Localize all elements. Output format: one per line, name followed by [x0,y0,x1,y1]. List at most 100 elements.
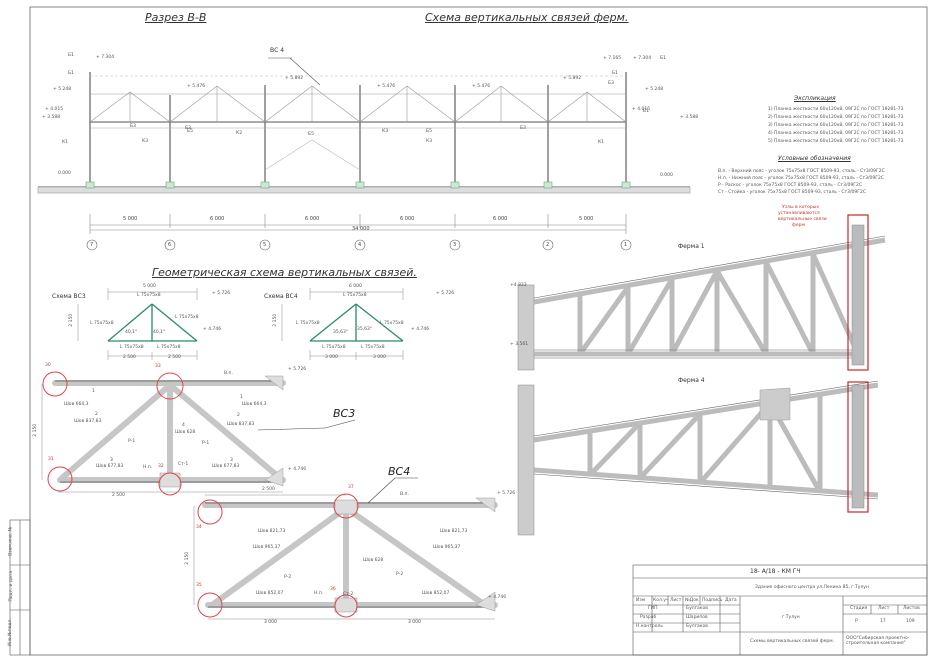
axis-label: 4 [358,242,362,248]
vc4-weld: Шов 965,37 [433,545,461,550]
vc4-elev-bot: + 4.746 [411,327,430,332]
legend-item: Н.п. - Нижний пояс - уголок 75х75х8 ГОСТ… [718,176,885,181]
stamp-header: №Док [685,598,699,603]
red-note-line: ферм [792,223,805,228]
vc4-diag-l: L 75х75х8 [296,321,320,326]
vc3-weld: Шов 664,3 [64,402,89,407]
section-title: Разрез В-В [145,11,207,24]
legend-item: Ст - Стойка - уголок 75х75х8 ГОСТ 8509-9… [718,190,867,195]
vc3-detail-elev-bot: + 4.746 [288,467,307,472]
section-frame [37,57,691,251]
member-label: Б1 [643,109,649,114]
vc3-num: 2 [95,412,98,417]
explication-item: 5) Планка жесткости 60х120х8, 09Г2С по Г… [768,139,904,144]
axis-label: 3 [453,242,457,248]
member-label: Б3 [608,81,614,86]
geometric-scheme-title: Геометрическая схема вертикальных связей… [152,266,417,279]
vc4-detail-elev-top: + 5.726 [497,491,516,496]
vc4-dim-w2: 3 000 [408,620,421,625]
legend-item: В.п. - Верхний пояс - уголок 75х75х8 ГОС… [718,169,885,174]
truss4-lines [517,380,879,536]
vc3-num: 2 [237,413,240,418]
axis-label: 2 [546,242,550,248]
vc4-weld: Шов 628 [363,558,384,563]
stamp-sheets: 109 [906,619,915,624]
stamp-code: 18- А/18 - КМ ГЧ [750,568,801,575]
stamp-role: Разраб [640,615,657,620]
member-label: Б5 [308,132,314,137]
explication-item: 1) Планка жесткости 60х120х8, 09Г2С по Г… [768,107,904,112]
vc3-weld: Шов 677,83 [96,464,124,469]
vc3-weld: Шов 677,83 [212,464,240,469]
side-stamp-label: Подп. и дата [9,570,15,602]
stamp-sheet-header: Лист [878,606,890,611]
side-stamp-lines [9,519,31,656]
explication-heading: Экспликация [794,95,836,102]
vc4-top-profile: L 75х75х8 [343,293,367,298]
elev-right-1: + 7.165 [603,56,622,61]
vc3-num: 3 [230,458,233,463]
stamp-org: ООО"Сибирская проектно-строительная комп… [846,636,910,647]
member-label: Б5 [187,129,193,134]
span-3: 6 000 [305,216,320,222]
vc3-height: 2 150 [69,313,75,327]
elev-top-3: + 5.476 [377,84,396,89]
vc3-node-number: 31 [48,457,54,462]
vc3-span: 5 000 [143,284,156,289]
stamp-header: Дата [725,598,737,603]
member-label: К1 [62,140,69,145]
member-label: К3 [426,139,433,144]
vc3-bottom-l: L 75х75х8 [120,345,144,350]
axis-label: 5 [263,242,267,248]
vc4-weld: Шов 965,37 [253,545,281,550]
span-6: 5 000 [579,216,594,222]
vc4-top-label: ВС 4 [270,47,285,54]
elev-right-2: + 7.304 [633,56,652,61]
elev-right-6: 0.000 [660,173,673,178]
vc3-bottom-r: L 75х75х8 [157,345,181,350]
truss1-lines [517,214,886,371]
vc3-dim-h: 2 150 [33,423,39,437]
stamp-person: Шарипов [686,615,708,620]
vc4-node-number: 34 [196,525,202,530]
vc4-half-l: 3 000 [325,355,338,360]
vc4-angle-l: 35,63° [333,330,349,335]
vc4-dim-w: 3 000 [264,620,277,625]
member-label: Б3 [520,126,526,131]
vc3-post-label: Ст-1 [178,462,189,467]
vc3-detail-lines [41,371,356,496]
stamp-sheet-name: Схемы вертикальных связей ферм. [750,639,835,644]
vc3-num: 1 [240,395,243,400]
vc4-scheme-lines [309,303,404,342]
member-label: Б1 [660,56,666,61]
side-stamp-label: Взам.инв. № [8,526,14,556]
span-total: 34 000 [352,226,370,232]
vc3-weld: Шов 837,83 [74,419,102,424]
red-note-line: вертикальные связи [778,217,827,222]
truss1-title: Ферма 1 [678,243,705,250]
stamp-sheets-header: Листов [903,606,920,611]
member-label: К2 [236,131,243,136]
vc4-post-label: Ст-2 [343,592,354,597]
side-stamp-label: Инв.№подл. [7,618,13,647]
vc4-height: 2 150 [273,313,279,327]
span-5: 6 000 [493,216,508,222]
axis-label: 7 [90,242,94,248]
vc3-half-l: 2 500 [123,355,136,360]
member-label: Б1 [68,53,74,58]
elev-right-4: + 4.015 [632,107,651,112]
vc4-node-number: 36 [330,587,336,592]
vc4-diag-r: L 75х75х8 [380,321,404,326]
vc3-angle-l: 40,1° [125,330,138,335]
vc4-detail-lines [193,477,498,620]
stamp-lines [632,564,928,656]
elev-top-1: + 5.476 [187,84,206,89]
elev-top-2: + 5.892 [285,76,304,81]
elev-left-4: + 3.588 [42,115,61,120]
vc4-elev-top: + 5.726 [436,291,455,296]
member-label: Б1 [68,71,74,76]
vc4-detail-elev-bot: + 4.746 [488,595,507,600]
vc4-weld: Шов 852,07 [256,591,284,596]
vc3-num: 1 [92,389,95,394]
